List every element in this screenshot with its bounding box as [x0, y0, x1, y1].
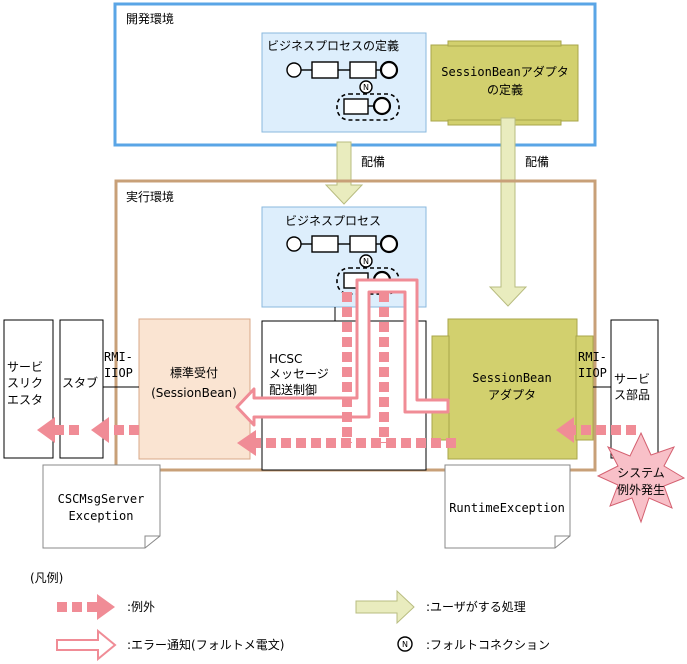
start-node-icon — [286, 236, 302, 252]
deploy-arrow-left — [324, 141, 364, 205]
burst-line1: システム — [617, 466, 665, 480]
legend-user-process-label: :ユーザがする処理 — [426, 599, 526, 614]
legend-fault-connection-glyph: N — [402, 640, 408, 649]
exception-arrow-head — [556, 417, 574, 443]
activity-icon — [311, 235, 339, 253]
activity-icon — [311, 61, 339, 79]
activity-icon — [343, 98, 369, 115]
adapter-line2: アダプタ — [488, 387, 536, 402]
adapter-def-line2: の定義 — [487, 82, 523, 97]
exception-arrow-head — [37, 417, 55, 443]
note-left-line2: Exception — [68, 509, 133, 523]
system-exception-burst — [596, 431, 686, 524]
exception-arrows — [37, 292, 636, 456]
end-node-icon — [372, 96, 392, 116]
client-line1: サービ — [7, 360, 43, 374]
service-line2: ス部品 — [614, 387, 650, 402]
stub-box — [59, 319, 104, 459]
service-line1: サービ — [614, 372, 650, 386]
hcsc-line1: HCSC — [269, 352, 302, 366]
adapter-def-line1: SessionBeanアダプタ — [441, 64, 568, 79]
note-csc-msg-server-exception — [42, 464, 161, 549]
exception-arrow-head — [91, 417, 109, 443]
legend-title: (凡例) — [30, 571, 63, 585]
deploy-left-label: 配備 — [361, 154, 385, 169]
hcsc-line2: メッセージ — [269, 367, 329, 381]
fault-connection-glyph: N — [363, 83, 369, 92]
rmi-right-line2: IIOP — [578, 366, 607, 380]
deploy-arrow-right — [488, 117, 528, 307]
note-right-text: RuntimeException — [449, 501, 565, 515]
legend-user-process-swatch — [355, 589, 415, 625]
fault-connection-glyph: N — [363, 257, 369, 266]
stub-label: スタブ — [62, 375, 98, 390]
dev-env-title: 開発環境 — [126, 11, 174, 26]
rmi-right-line1: RMI- — [578, 350, 607, 364]
legend-exception-label: :例外 — [127, 600, 155, 614]
hcsc-line3: 配送制御 — [269, 382, 317, 397]
client-line2: スリク — [7, 376, 43, 390]
fault-scope-dashed — [336, 93, 400, 121]
fault-connection-icon — [359, 80, 373, 94]
standard-receiver-line1: 標準受付 — [170, 365, 218, 380]
adapter-tab-left — [431, 335, 450, 441]
end-node-icon — [379, 234, 399, 254]
burst-line2: 例外発生 — [617, 483, 665, 497]
bp-runtime-title: ビジネスプロセス — [285, 214, 381, 228]
note-runtime-exception — [444, 464, 571, 549]
legend-error-swatch — [56, 628, 117, 662]
bp-definition-title: ビジネスプロセスの定義 — [267, 38, 399, 53]
deploy-arrows — [324, 117, 528, 307]
adapter-line1: SessionBean — [472, 371, 551, 385]
bp-def-flow-diagram — [286, 60, 400, 121]
legend: (凡例) :例外 :エラー通知(フォルトメ電文) :ユーザがする処理 N :フォ… — [30, 571, 550, 662]
deploy-right-label: 配備 — [525, 154, 549, 169]
runtime-env-title: 実行環境 — [126, 189, 174, 204]
dev-env-group: 開発環境 ビジネスプロセスの定義 N SessionBeanアダプタ の定義 — [113, 2, 597, 147]
exception-arrow-head — [237, 430, 256, 456]
start-node-icon — [286, 62, 302, 78]
activity-icon — [349, 235, 377, 253]
legend-fault-connection-label: :フォルトコネクション — [426, 638, 550, 652]
fault-connection-icon — [359, 254, 373, 268]
adapter-definition-box — [430, 44, 579, 122]
standard-receiver-box — [138, 318, 251, 460]
adapter-box — [447, 318, 578, 460]
note-left-line1: CSCMsgServer — [58, 492, 145, 506]
adapter-tab-right — [575, 335, 594, 441]
dev-env-frame — [113, 2, 597, 147]
legend-error-label: :エラー通知(フォルトメ電文) — [127, 637, 284, 652]
rmi-left-line2: IIOP — [104, 366, 133, 380]
standard-receiver-line2: (SessionBean) — [151, 386, 237, 400]
rmi-left-line1: RMI- — [104, 350, 133, 364]
legend-fault-connection-icon — [397, 636, 413, 652]
end-node-icon — [379, 60, 399, 80]
bp-definition-box — [261, 32, 427, 133]
legend-exception-arrowhead — [97, 594, 115, 620]
adapter-def-tab-top — [447, 40, 562, 47]
client-line3: エスタ — [7, 393, 43, 407]
activity-icon — [349, 61, 377, 79]
